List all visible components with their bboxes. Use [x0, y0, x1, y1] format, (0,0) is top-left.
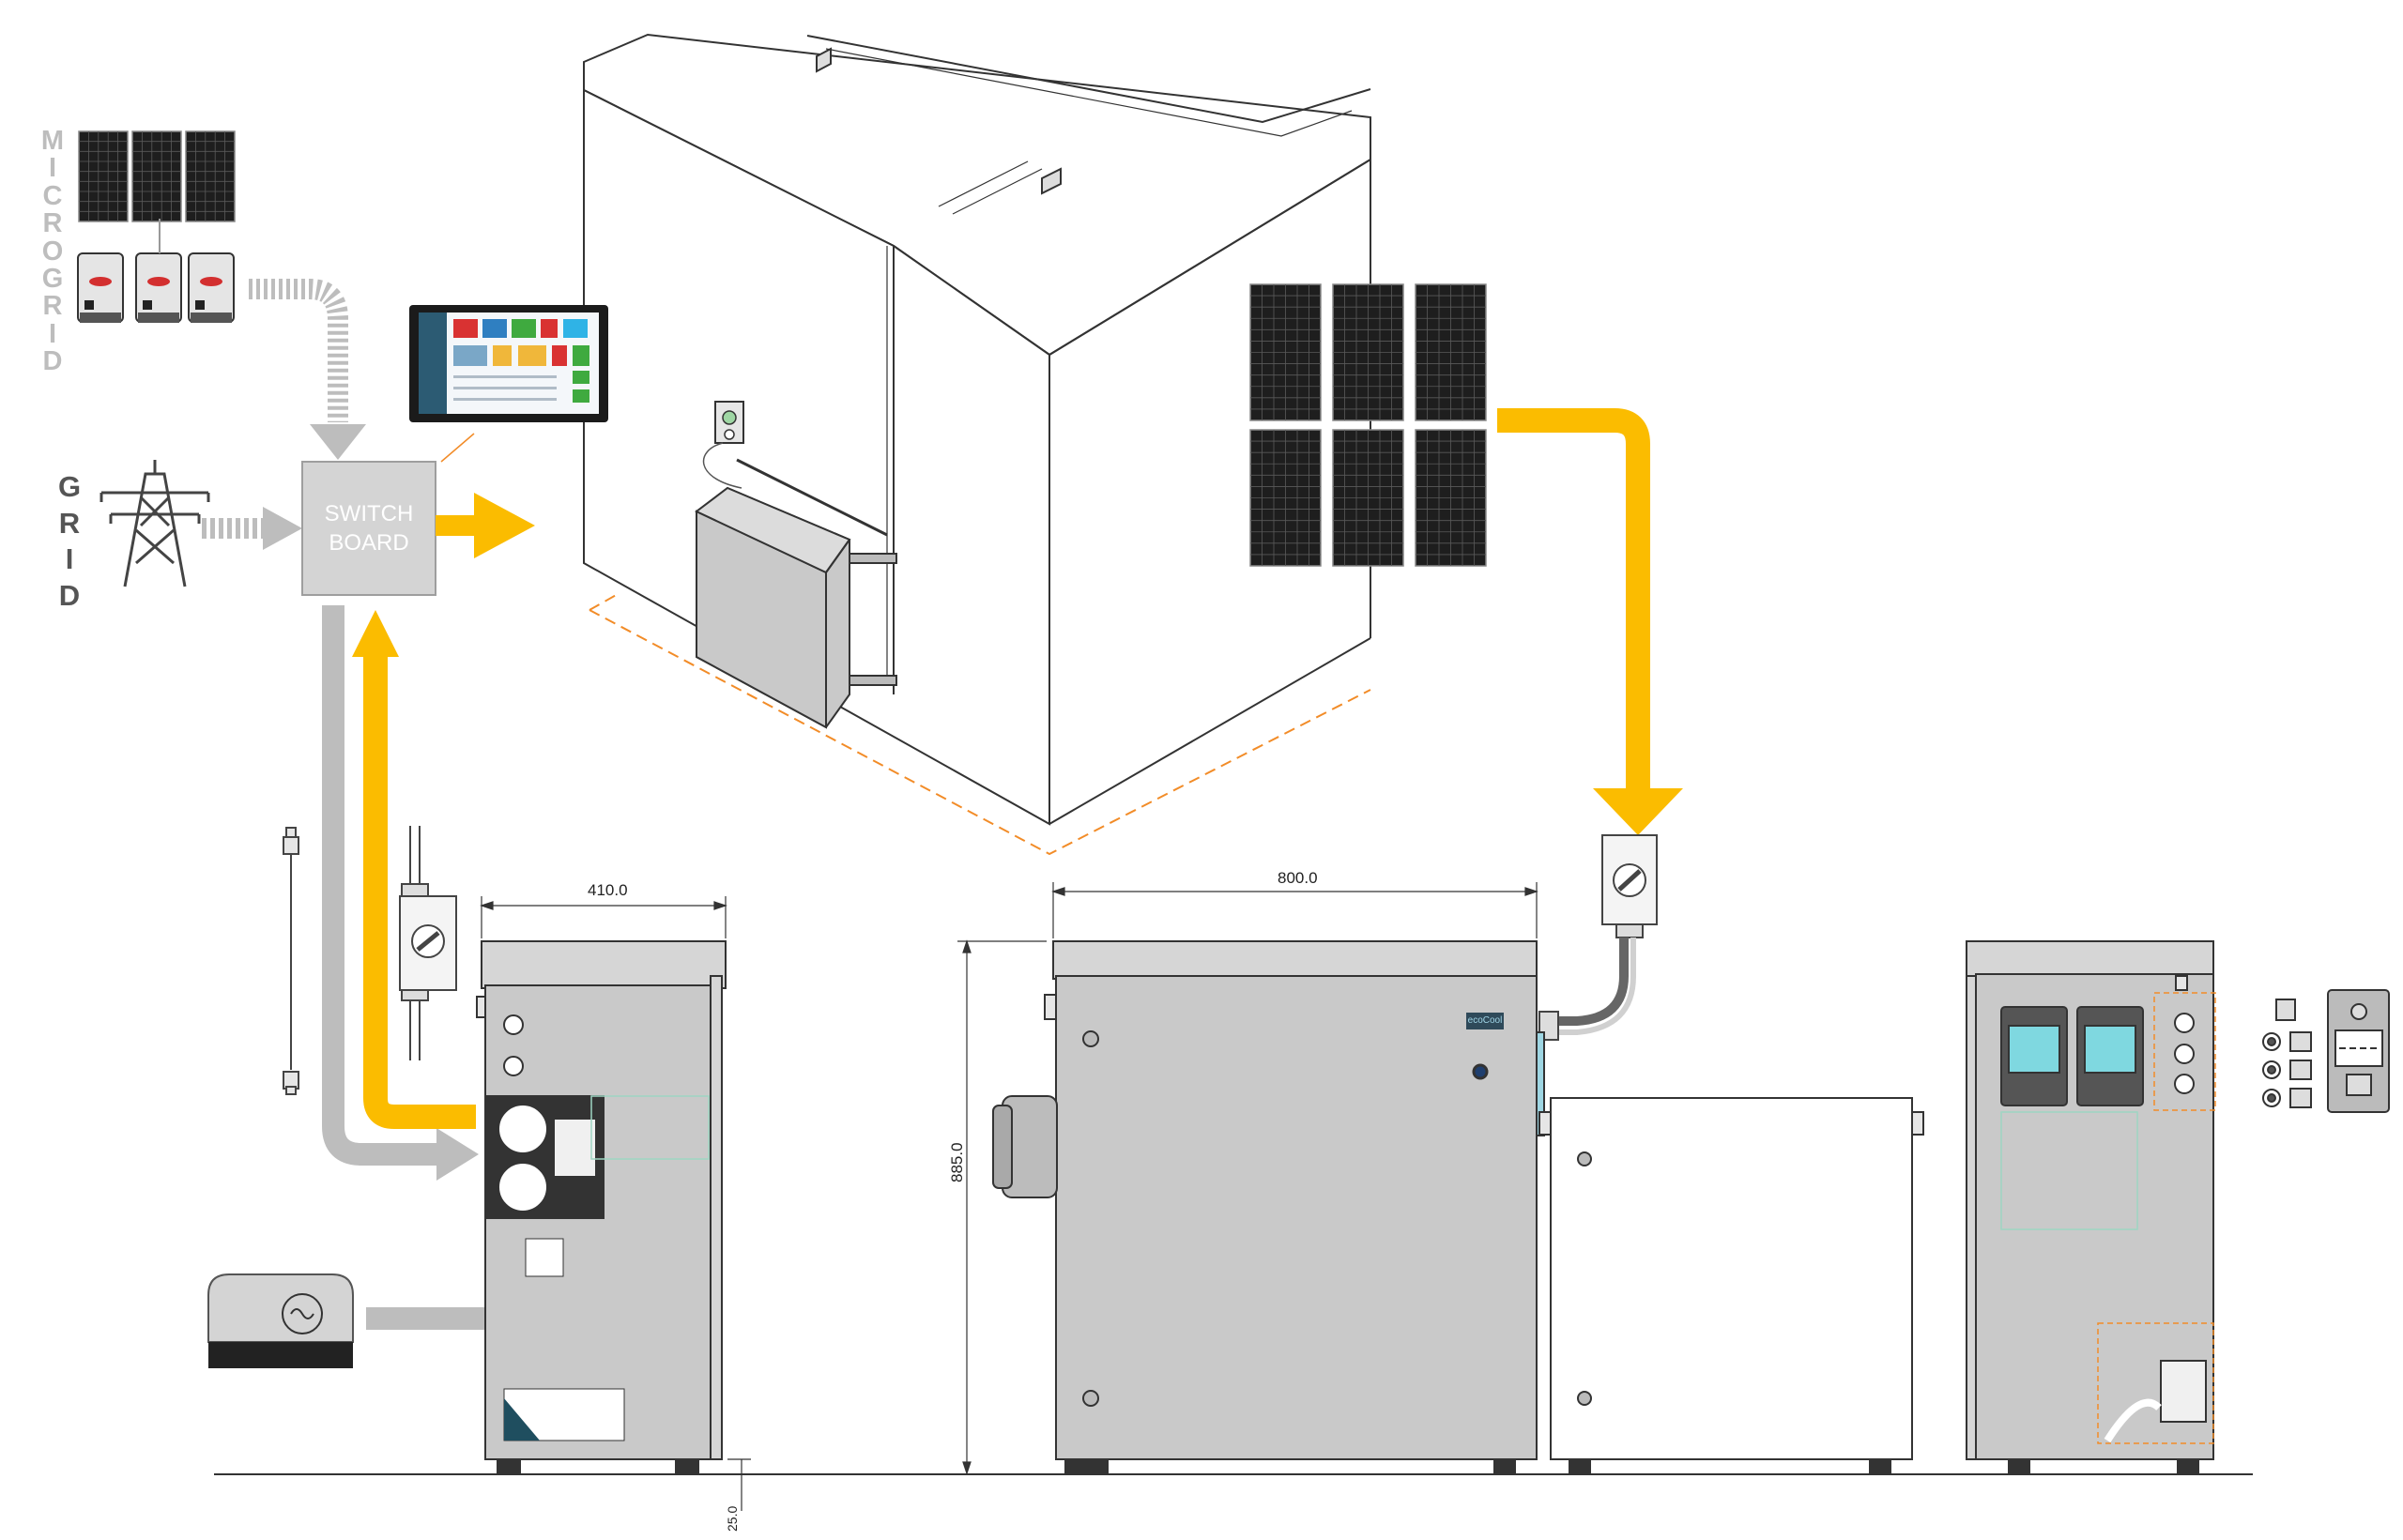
solar-array [1249, 283, 1487, 567]
cable-plug-icon [283, 827, 299, 1095]
microgrid-inverters [77, 219, 235, 323]
solar-panel-icon [185, 130, 236, 222]
inverter-icon [135, 252, 182, 323]
solar-panel-icon [1249, 429, 1322, 567]
side-view-unit [476, 940, 727, 1473]
floor-footprint-outline [589, 592, 1371, 856]
rear-isolator-box [2327, 989, 2390, 1113]
isolator-switch-icon [1538, 834, 1658, 1041]
dimension-lines [480, 882, 1538, 1511]
solar-panel-icon [131, 130, 182, 222]
solar-panel-icon [78, 130, 129, 222]
solar-panel-icon [1332, 429, 1404, 567]
isolator-switch-icon [399, 826, 457, 1060]
wall-mounted-cabinet [695, 401, 897, 729]
grid-cable-arrow [202, 507, 302, 550]
dimension-clearance: 25.0 [725, 1505, 740, 1532]
solar-panel-icon [1415, 429, 1487, 567]
cable-gland-fittings [2262, 999, 2312, 1108]
dimension-width-side: 410.0 [588, 881, 628, 899]
brand-badge: ecoCool [1466, 1013, 1504, 1029]
microgrid-solar-panels [78, 130, 236, 222]
isometric-cool-room [583, 33, 1371, 826]
dimension-width-front: 800.0 [1278, 869, 1318, 887]
front-view-unit [992, 940, 1924, 1473]
rear-view-unit [1966, 940, 2216, 1473]
microgrid-cable-arrow [249, 279, 348, 422]
generator-icon [207, 1273, 354, 1368]
inverter-icon [188, 252, 235, 323]
switchboard-to-unit-arrow [322, 605, 479, 1181]
monitor-leader-line [440, 433, 475, 463]
microgrid-arrow-head [310, 424, 366, 460]
solar-panel-icon [1415, 283, 1487, 421]
solar-panel-icon [1249, 283, 1322, 421]
inverter-icon [77, 252, 124, 323]
unit-to-switchboard-arrow [352, 610, 476, 1129]
solar-panel-icon [1332, 283, 1404, 421]
solar-feed-arrow [1497, 408, 1683, 835]
dimension-height: 885.0 [948, 1142, 966, 1182]
switchboard-output-arrow [436, 493, 535, 558]
power-pylon-icon [99, 460, 210, 587]
monitor-display-icon [409, 305, 608, 422]
